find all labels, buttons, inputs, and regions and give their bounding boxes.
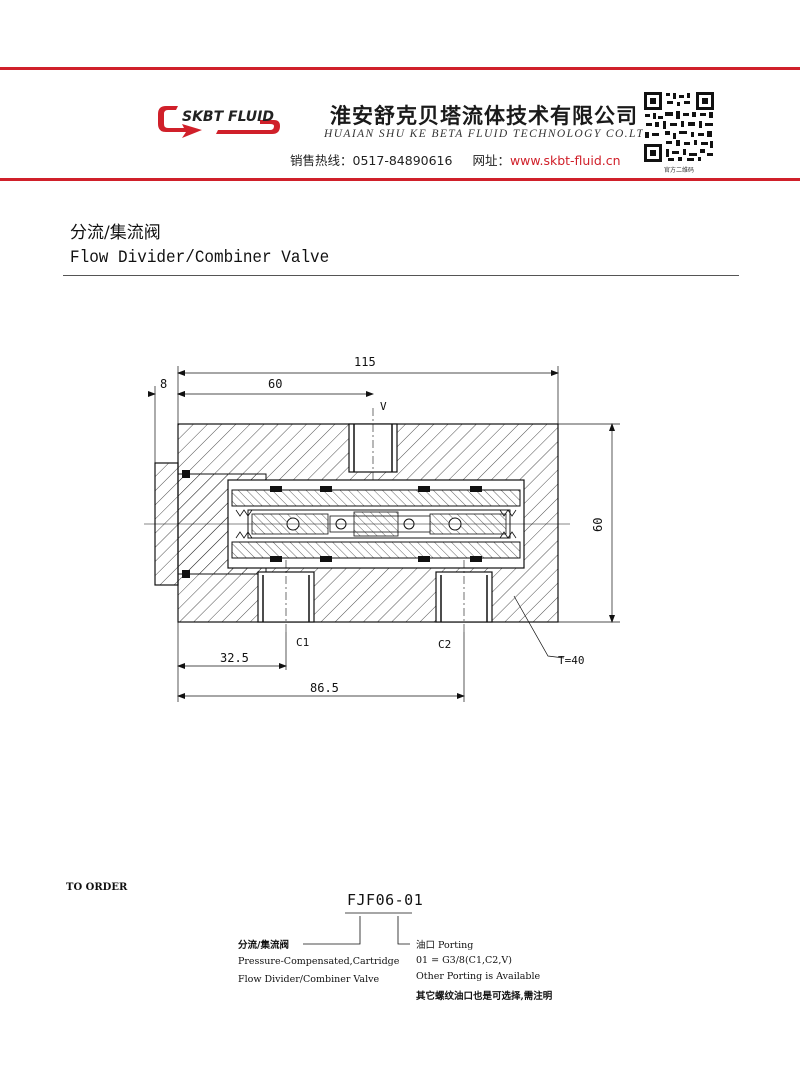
porting-option-01: 01 = G3/8(C1,C2,V) <box>416 955 512 966</box>
center-lines <box>144 408 570 632</box>
dim-c1-position: 32.5 <box>220 651 249 665</box>
to-order-label: TO ORDER <box>66 882 128 893</box>
order-type-cn: 分流/集流阀 <box>238 940 289 951</box>
dim-overall-length: 115 <box>354 355 376 369</box>
hotline-label: 销售热线： <box>290 153 353 168</box>
porting-title: 油口 Porting <box>416 940 474 951</box>
model-code: FJF06-01 <box>347 891 424 909</box>
dim-inlet-position: 60 <box>268 377 282 391</box>
website-label: 网址： <box>472 153 510 168</box>
dim-flange: 8 <box>160 377 167 391</box>
hotline-number: 0517-84890616 <box>352 153 453 168</box>
header-bottom-rule <box>0 178 800 181</box>
dim-height: 60 <box>591 518 605 532</box>
order-type-en-1: Pressure-Compensated,Cartridge <box>238 956 400 967</box>
porting-note-cn: 其它螺纹油口也是可选择,需注明 <box>416 991 553 1002</box>
valve-drawing: 115 8 60 60 32.5 86.5 T=40 V C1 C2 <box>144 355 620 702</box>
qr-caption: 官方二维码 <box>663 167 694 174</box>
qr-code-icon[interactable] <box>643 91 715 163</box>
title-en: Flow Divider/Combiner Valve <box>70 248 330 268</box>
dim-c2-position: 86.5 <box>310 681 339 695</box>
title-cn: 分流/集流阀 <box>70 223 161 243</box>
port-label-v: V <box>380 400 387 413</box>
website-link[interactable]: www.skbt-fluid.cn <box>509 153 621 168</box>
contact-line: 销售热线：0517-84890616 网址：www.skbt-fluid.cn <box>290 150 621 169</box>
order-type-en-2: Flow Divider/Combiner Valve <box>238 974 380 985</box>
company-name-en: HUAIAN SHU KE BETA FLUID TECHNOLOGY CO.L… <box>324 128 655 140</box>
port-label-c2: C2 <box>438 638 451 651</box>
porting-other: Other Porting is Available <box>416 971 541 982</box>
dim-thickness: T=40 <box>558 654 585 667</box>
header-top-rule <box>0 67 800 70</box>
skbt-logo: SKBT FLUID <box>158 106 280 138</box>
company-name-cn: 淮安舒克贝塔流体技术有限公司 <box>330 104 638 128</box>
dimension-lines <box>148 366 620 702</box>
title-divider <box>63 275 739 276</box>
logo-text: SKBT FLUID <box>182 109 274 125</box>
port-label-c1: C1 <box>296 636 309 649</box>
